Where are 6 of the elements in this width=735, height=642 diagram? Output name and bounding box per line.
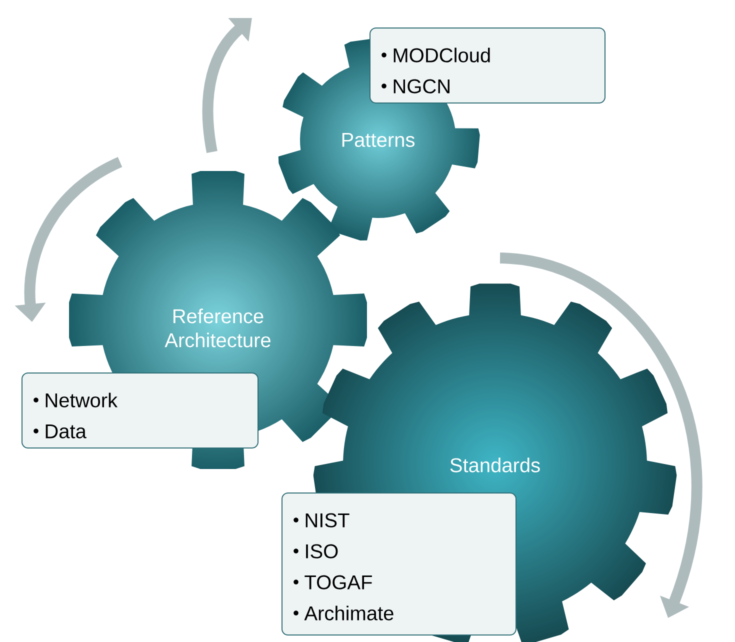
text-box: Network Data	[22, 372, 258, 448]
text-box: NIST ISO TOGAF Archimate	[282, 492, 516, 636]
gear: Standards	[450, 458, 540, 472]
text-box: MODCloud NGCN	[370, 28, 606, 104]
gear: Patterns	[342, 133, 415, 147]
gear: Reference Architecture	[164, 308, 270, 348]
